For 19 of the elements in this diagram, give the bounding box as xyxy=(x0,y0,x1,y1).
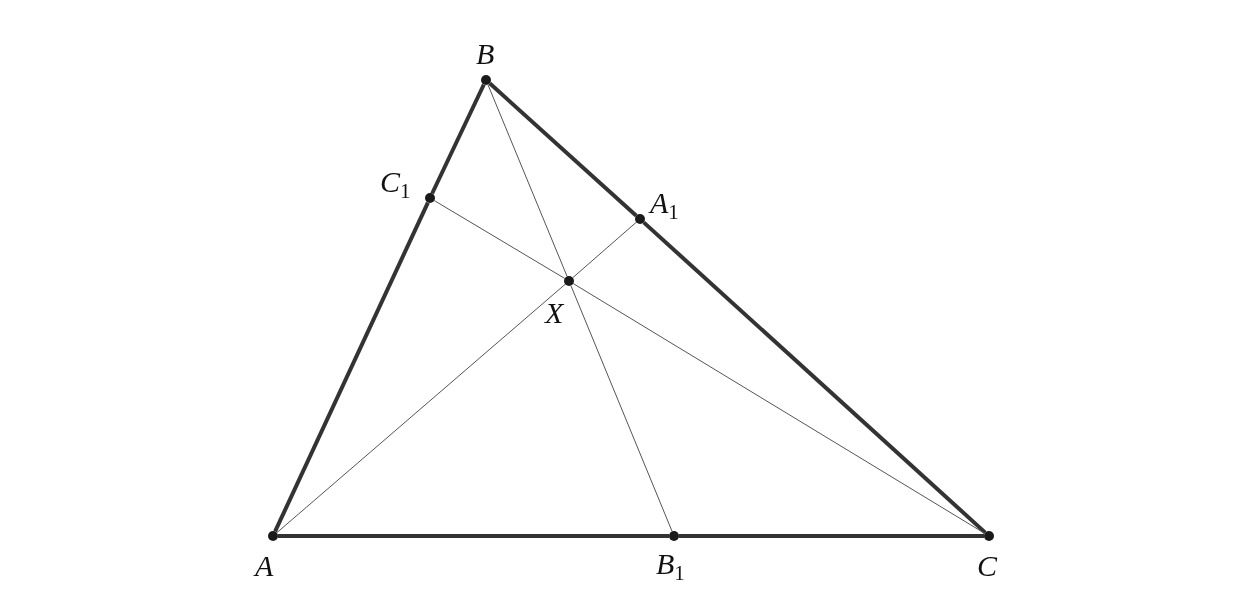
triangle-side xyxy=(642,220,987,535)
point-label: A$_{1}$ xyxy=(650,187,679,219)
cevian-line xyxy=(572,283,986,534)
cevian-line xyxy=(276,283,566,534)
cevian-line xyxy=(572,221,637,279)
triangle-side xyxy=(278,534,669,538)
point-label: B$_{1}$ xyxy=(656,548,685,580)
triangle-side xyxy=(430,83,486,195)
point-label: C xyxy=(977,550,997,582)
cevian-line xyxy=(487,84,568,277)
triangle-side xyxy=(273,201,430,533)
triangle-side xyxy=(679,534,984,538)
point-label: C$_{1}$ xyxy=(380,166,411,198)
point-label: A xyxy=(255,550,274,582)
point-label: B xyxy=(476,38,495,70)
cevian-line xyxy=(570,285,673,532)
cevian-line xyxy=(433,200,566,279)
point-label: X xyxy=(545,297,564,329)
triangle-side xyxy=(488,81,638,218)
